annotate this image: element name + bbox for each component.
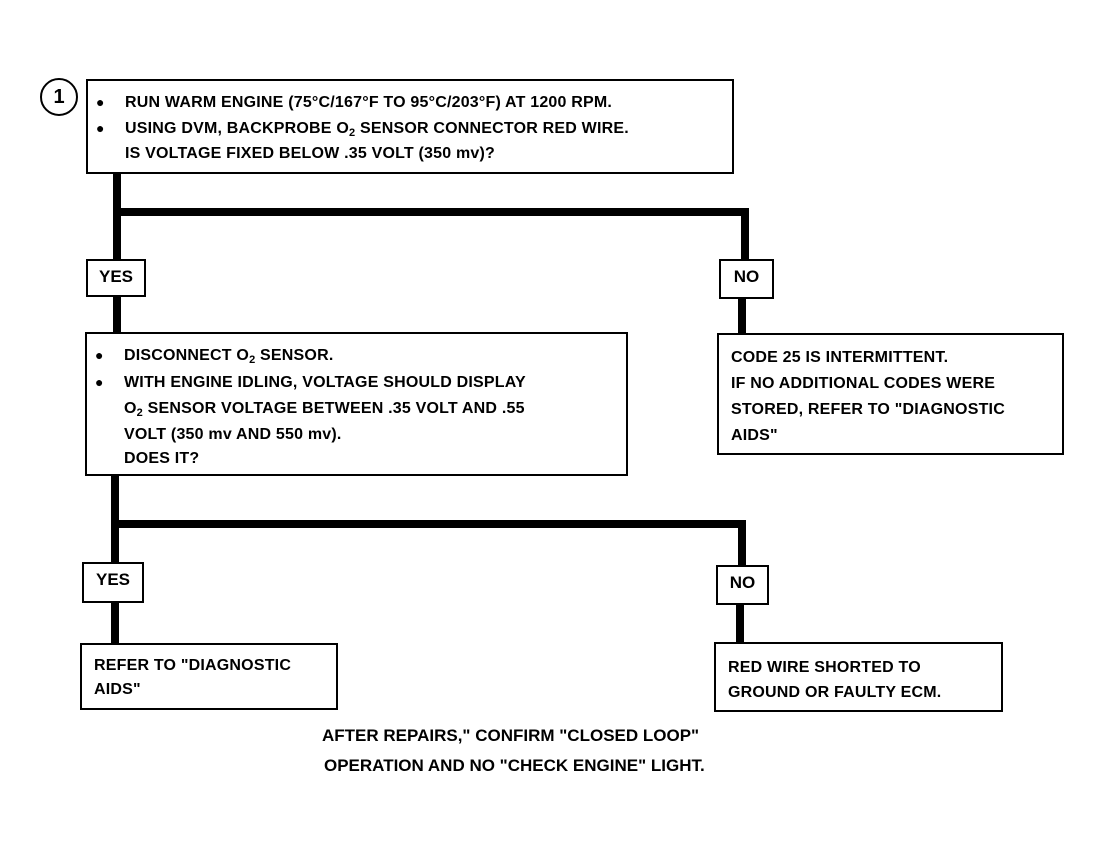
branch2-yes-label: YES bbox=[82, 562, 144, 603]
result-line-1: REFER TO "DIAGNOSTIC bbox=[94, 657, 292, 674]
bullet-icon: ● bbox=[96, 120, 105, 136]
step2-question: DOES IT? bbox=[124, 450, 200, 467]
step2-line-2: WITH ENGINE IDLING, VOLTAGE SHOULD DISPL… bbox=[124, 374, 526, 391]
shorted-wire-result-box: RED WIRE SHORTED TO GROUND OR FAULTY ECM… bbox=[714, 642, 1003, 712]
result-line-2: IF NO ADDITIONAL CODES WERE bbox=[731, 375, 996, 392]
step1-question: IS VOLTAGE FIXED BELOW .35 VOLT (350 mv)… bbox=[125, 145, 496, 162]
bullet-icon: ● bbox=[95, 374, 104, 390]
result-line-3: STORED, REFER TO "DIAGNOSTIC bbox=[731, 401, 1005, 418]
connector-branch1-horizontal bbox=[113, 208, 749, 216]
step1-line-2: USING DVM, BACKPROBE O2 SENSOR CONNECTOR… bbox=[125, 120, 629, 139]
branch1-yes-label: YES bbox=[86, 259, 146, 297]
connector-no1-to-box3 bbox=[738, 298, 746, 336]
result-line-2: AIDS" bbox=[94, 681, 141, 698]
footer-note-line-1: AFTER REPAIRS," CONFIRM "CLOSED LOOP" bbox=[322, 726, 700, 745]
result-line-4: AIDS" bbox=[731, 427, 778, 444]
bullet-icon: ● bbox=[96, 94, 105, 110]
step2-line-3: O2 SENSOR VOLTAGE BETWEEN .35 VOLT AND .… bbox=[124, 400, 525, 419]
step1-instruction-box: ● RUN WARM ENGINE (75°C/167°F TO 95°C/20… bbox=[86, 79, 734, 174]
connector-yes2-to-box4 bbox=[111, 602, 119, 644]
result-line-1: RED WIRE SHORTED TO bbox=[728, 659, 921, 676]
branch2-no-label: NO bbox=[716, 565, 769, 605]
result-line-2: GROUND OR FAULTY ECM. bbox=[728, 684, 942, 701]
step2-line-1: DISCONNECT O2 SENSOR. bbox=[124, 347, 334, 366]
connector-box1-down bbox=[113, 172, 121, 262]
connector-no2-to-box5 bbox=[736, 604, 744, 644]
step1-line-1: RUN WARM ENGINE (75°C/167°F TO 95°C/203°… bbox=[125, 94, 613, 111]
connector-branch2-no-down bbox=[738, 520, 746, 566]
footer-note-line-2: OPERATION AND NO "CHECK ENGINE" LIGHT. bbox=[324, 756, 705, 775]
connector-yes1-to-box2 bbox=[113, 296, 121, 334]
connector-branch1-no-down bbox=[741, 208, 749, 260]
diagnostic-aids-result-box: REFER TO "DIAGNOSTIC AIDS" bbox=[80, 643, 338, 710]
branch1-no-label: NO bbox=[719, 259, 774, 299]
step-number: 1 bbox=[53, 86, 65, 108]
bullet-icon: ● bbox=[95, 347, 104, 363]
intermittent-result-box: CODE 25 IS INTERMITTENT. IF NO ADDITIONA… bbox=[717, 333, 1064, 455]
result-line-1: CODE 25 IS INTERMITTENT. bbox=[731, 349, 949, 366]
connector-branch2-horizontal bbox=[111, 520, 746, 528]
step-number-circle: 1 bbox=[40, 78, 78, 116]
step2-line-4: VOLT (350 mv AND 550 mv). bbox=[124, 426, 342, 443]
step2-instruction-box: ● DISCONNECT O2 SENSOR. ● WITH ENGINE ID… bbox=[85, 332, 628, 476]
